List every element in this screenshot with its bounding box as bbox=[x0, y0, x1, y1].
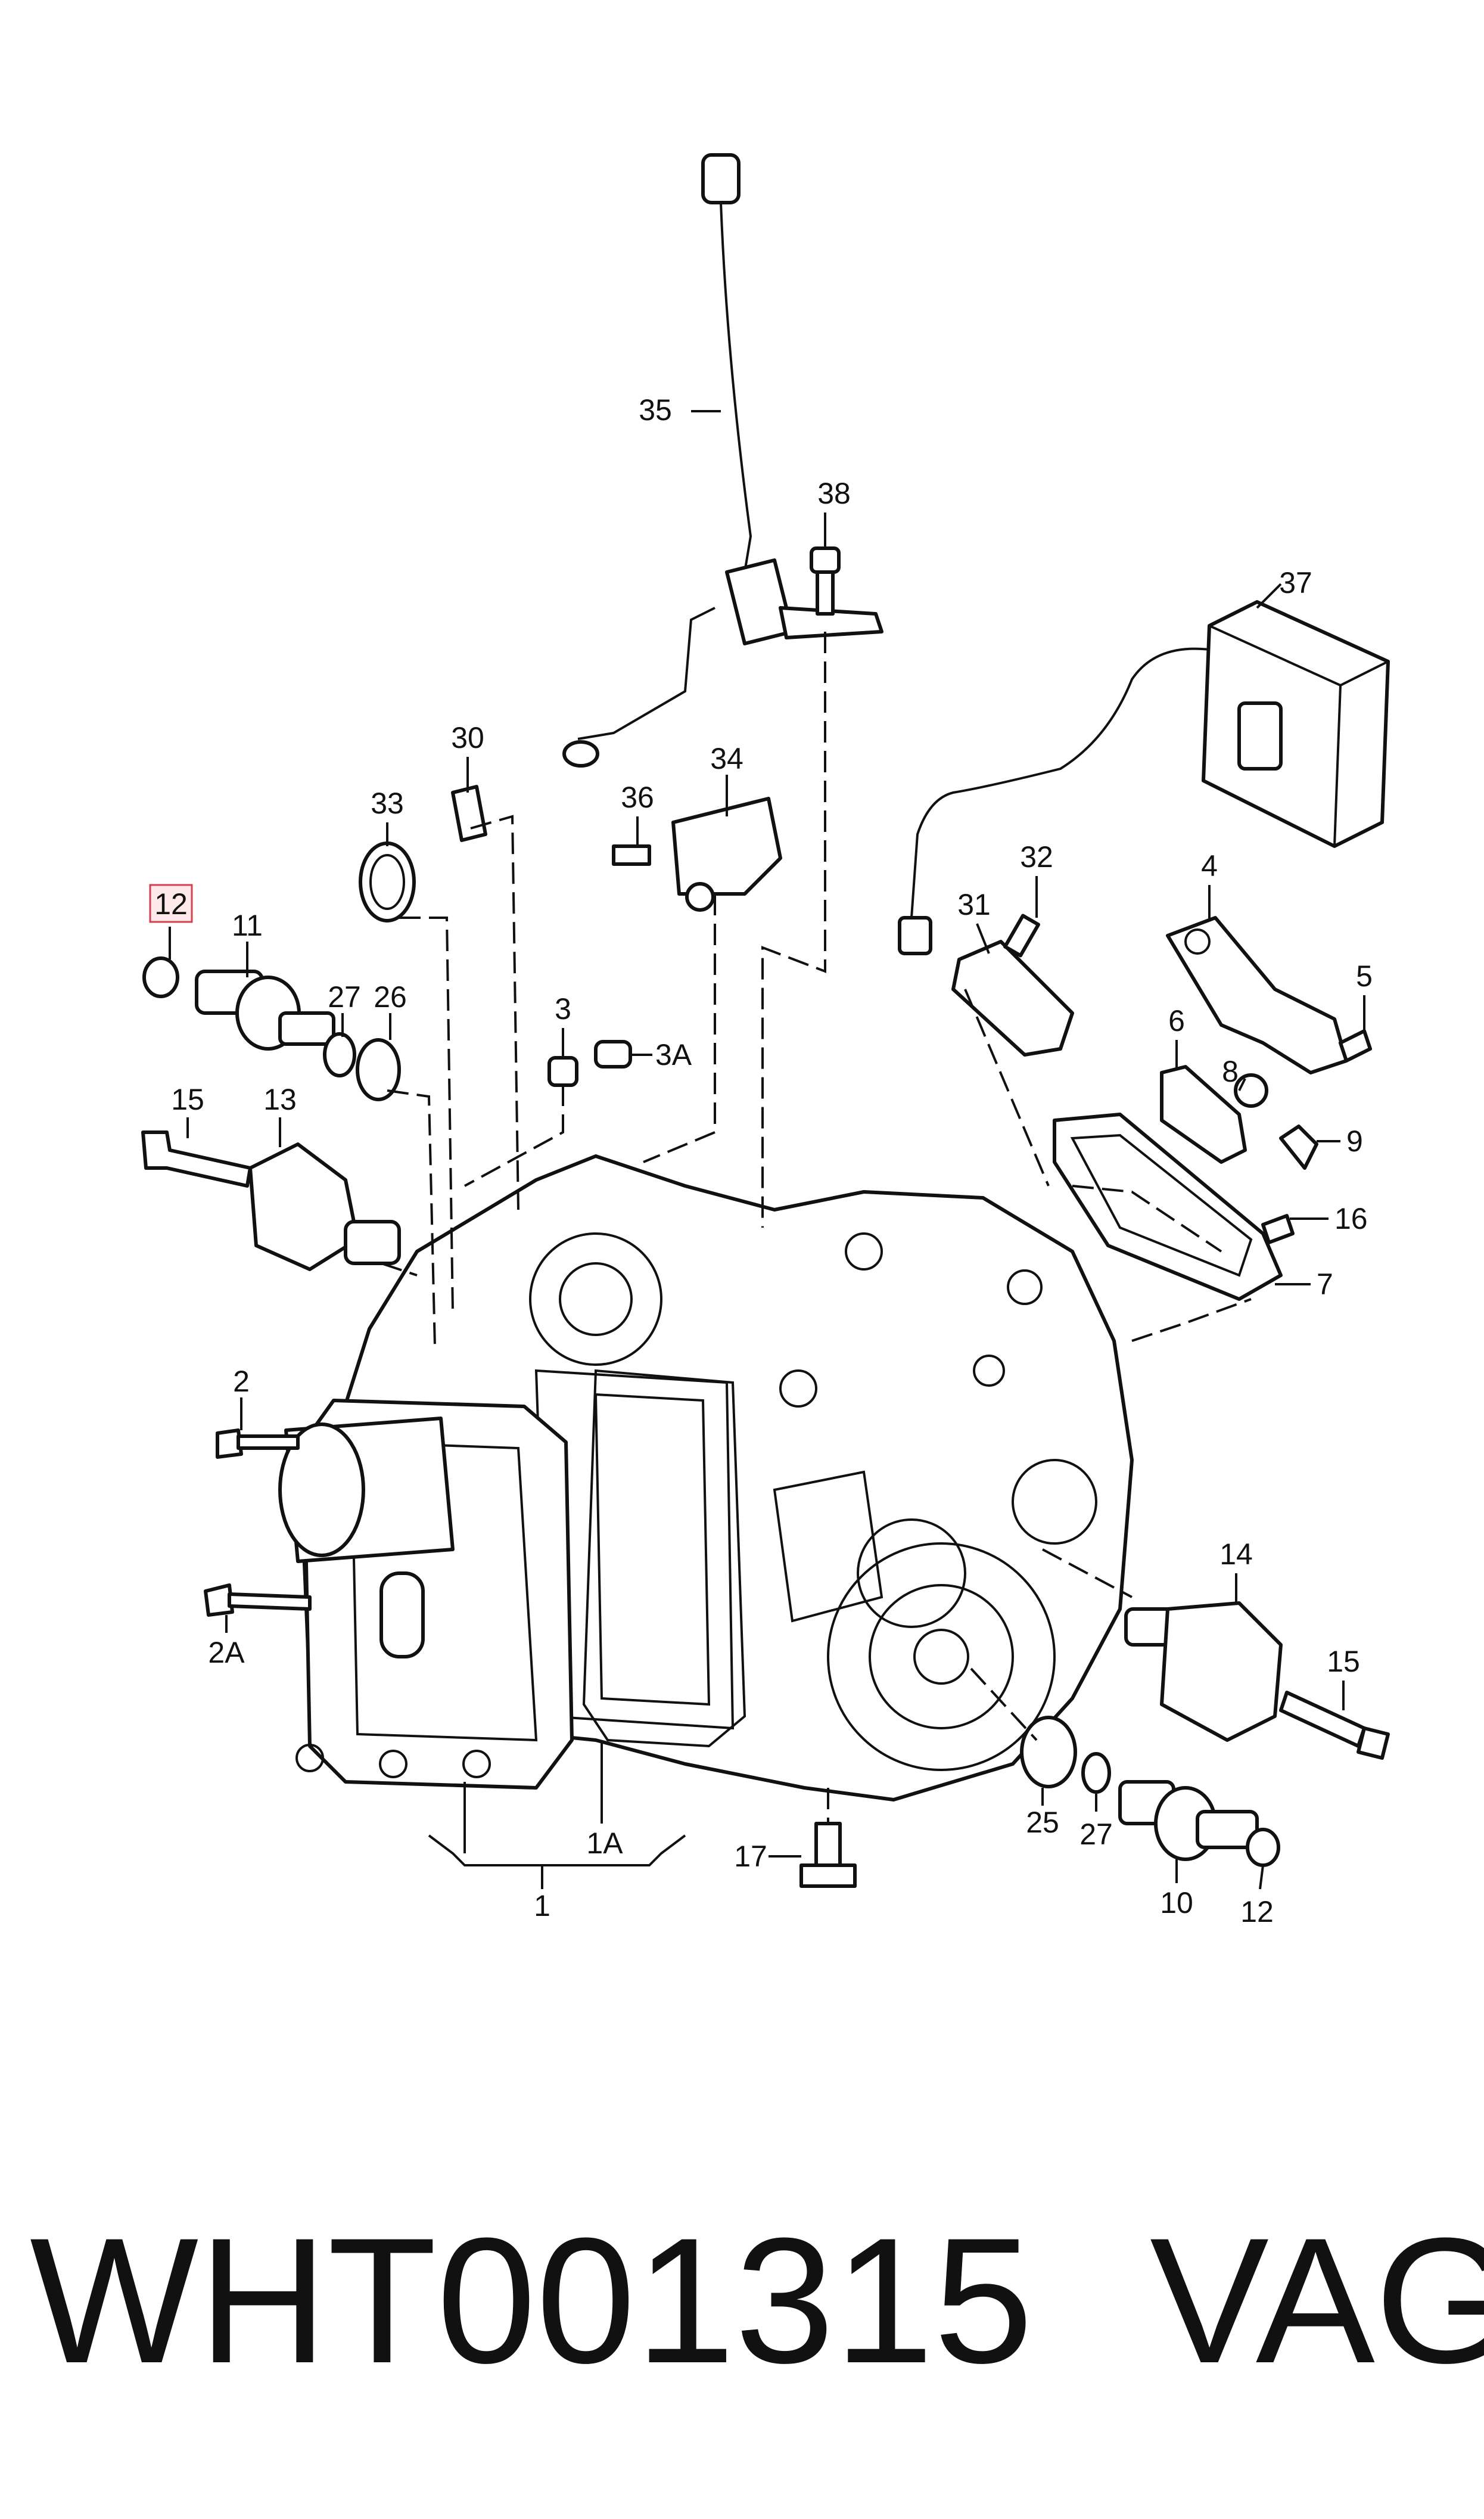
leader-lines bbox=[169, 410, 1365, 1890]
clip bbox=[451, 785, 487, 842]
callout-33[interactable]: 33 bbox=[371, 787, 404, 820]
flange-cover-left bbox=[141, 1130, 401, 1271]
callout-25[interactable]: 25 bbox=[1026, 1806, 1059, 1839]
callout-7[interactable]: 7 bbox=[1317, 1268, 1333, 1301]
callout-35[interactable]: 35 bbox=[639, 393, 672, 427]
callout-15-right[interactable]: 15 bbox=[1327, 1645, 1360, 1678]
sensor-bracket bbox=[951, 940, 1074, 1057]
callout-8[interactable]: 8 bbox=[1222, 1055, 1239, 1088]
callout-1[interactable]: 1 bbox=[534, 1889, 550, 1922]
callout-2A[interactable]: 2A bbox=[208, 1636, 245, 1669]
shift-rod bbox=[562, 153, 883, 768]
callout-2[interactable]: 2 bbox=[233, 1365, 250, 1398]
callout-12[interactable]: 12 bbox=[154, 887, 188, 921]
callout-6[interactable]: 6 bbox=[1168, 1004, 1185, 1038]
callout-34[interactable]: 34 bbox=[710, 742, 743, 775]
callout-1A[interactable]: 1A bbox=[586, 1827, 623, 1860]
callout-3[interactable]: 3 bbox=[555, 992, 571, 1026]
callout-37[interactable]: 37 bbox=[1279, 566, 1312, 600]
control-unit bbox=[898, 600, 1390, 955]
gasket bbox=[582, 1369, 746, 1748]
callout-16[interactable]: 16 bbox=[1334, 1202, 1368, 1235]
callout-5[interactable]: 5 bbox=[1356, 959, 1373, 993]
callout-labels: 12 11 27 26 15 13 33 30 35 38 37 34 36 3… bbox=[149, 393, 1373, 1928]
brand-label: VAG bbox=[1150, 2200, 1484, 2400]
callout-27[interactable]: 27 bbox=[328, 980, 361, 1014]
mechatronic-unit bbox=[278, 1399, 574, 1790]
callout-38[interactable]: 38 bbox=[817, 477, 851, 510]
footer: WHT001315 VAG bbox=[30, 2200, 1484, 2400]
callout-36[interactable]: 36 bbox=[621, 781, 654, 814]
bracket bbox=[1166, 916, 1348, 1074]
callout-4[interactable]: 4 bbox=[1201, 849, 1218, 883]
bracket-34 bbox=[671, 797, 782, 896]
assembly-lines bbox=[381, 632, 1252, 1824]
callout-13[interactable]: 13 bbox=[263, 1083, 297, 1116]
callout-10[interactable]: 10 bbox=[1160, 1886, 1193, 1919]
callout-11[interactable]: 11 bbox=[232, 909, 263, 942]
flange-shaft-right bbox=[1020, 1716, 1280, 1867]
callout-12-highlight bbox=[149, 884, 193, 923]
callout-32[interactable]: 32 bbox=[1020, 840, 1053, 874]
mount-bracket bbox=[1160, 1065, 1247, 1164]
callout-17[interactable]: 17 bbox=[734, 1840, 767, 1873]
callout-30[interactable]: 30 bbox=[451, 721, 484, 754]
callout-27-right[interactable]: 27 bbox=[1079, 1818, 1113, 1851]
flange-shaft-left bbox=[142, 956, 335, 1051]
callout-14[interactable]: 14 bbox=[1219, 1538, 1253, 1571]
bolt bbox=[810, 546, 841, 616]
callout-26[interactable]: 26 bbox=[374, 980, 407, 1014]
callout-15[interactable]: 15 bbox=[171, 1083, 204, 1116]
cover-plate bbox=[1053, 1113, 1283, 1301]
callout-9[interactable]: 9 bbox=[1346, 1125, 1363, 1158]
callout-31[interactable]: 31 bbox=[957, 888, 991, 921]
callout-12-right[interactable]: 12 bbox=[1240, 1895, 1274, 1928]
callout-3A[interactable]: 3A bbox=[655, 1038, 692, 1071]
part-number: WHT001315 bbox=[30, 2200, 1034, 2400]
flange-cover-right bbox=[1124, 1601, 1390, 1760]
